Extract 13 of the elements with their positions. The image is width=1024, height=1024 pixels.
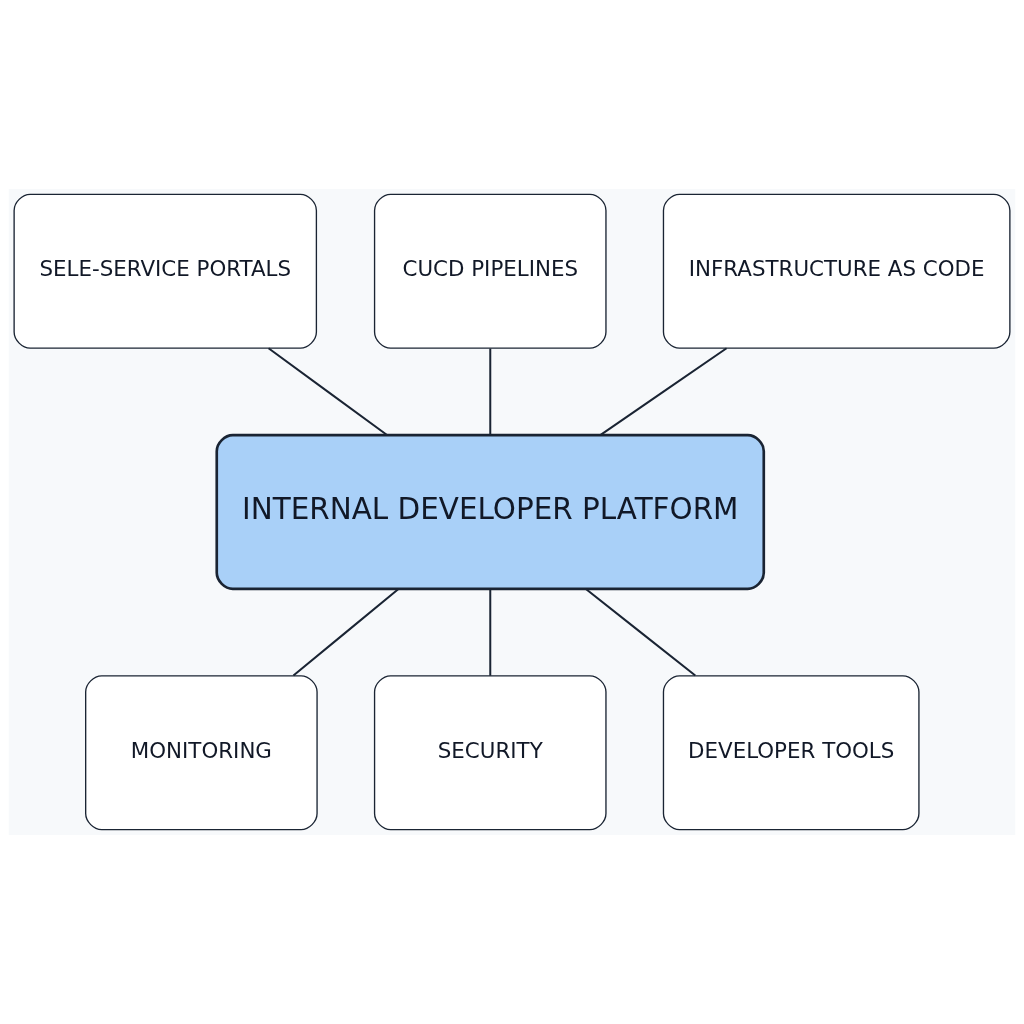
node-box: INFRASTRUCTURE AS CODE xyxy=(662,193,1011,349)
node-box: MONITORING xyxy=(85,675,318,831)
node-box: INTERNAL DEVELOPER PLATFORM xyxy=(215,433,766,591)
node-box: DEVELOPER TOOLS xyxy=(662,675,920,831)
connector xyxy=(489,348,492,435)
connector xyxy=(489,589,492,676)
connector xyxy=(600,347,728,436)
node-box: CUCD PIPELINES xyxy=(373,193,607,349)
node-box: SELE-SERVICE PORTALS xyxy=(13,193,318,349)
connector xyxy=(292,588,400,677)
node-box: SECURITY xyxy=(373,675,607,831)
connector xyxy=(585,588,696,677)
connector xyxy=(267,347,388,436)
